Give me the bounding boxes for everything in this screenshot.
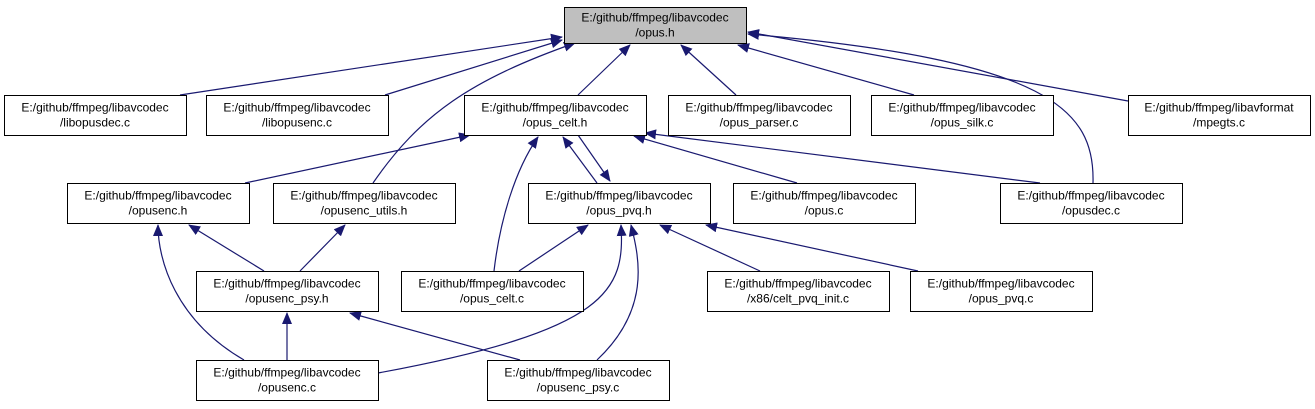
edge-opusenc_psy_h-to-opusenc_h: [188, 224, 265, 272]
node-opus_parser_c[interactable]: E:/github/ffmpeg/libavcodec/opus_parser.…: [668, 95, 851, 136]
node-opus_c[interactable]: E:/github/ffmpeg/libavcodec/opus.c: [733, 183, 916, 224]
edge-libopusenc_c-to-opus_h: [384, 38, 563, 96]
node-path-label: E:/github/ffmpeg/libavcodec: [888, 101, 1035, 115]
node-path-label: E:/github/ffmpeg/libavcodec: [418, 277, 565, 291]
edge-opus_silk_c-to-opus_h: [737, 43, 915, 96]
edge-opus_parser_c-to-opus_h: [680, 44, 737, 96]
node-celt_pvq_init_c[interactable]: E:/github/ffmpeg/libavcodec/x86/celt_pvq…: [707, 271, 890, 312]
node-file-label: /libopusenc.c: [262, 116, 332, 130]
node-path-label: E:/github/ffmpeg/libavcodec: [223, 101, 370, 115]
node-box[interactable]: [4, 95, 187, 136]
node-box[interactable]: [401, 271, 584, 312]
node-file-label: /opus_silk.c: [931, 116, 994, 130]
node-box[interactable]: [1128, 95, 1311, 136]
edge-celt_pvq_init_c-to-opus_pvq_h: [659, 224, 761, 272]
node-file-label: /opus_pvq.c: [969, 292, 1034, 306]
node-file-label: /opus.h: [635, 26, 674, 40]
node-box[interactable]: [528, 183, 711, 224]
node-opus_silk_c[interactable]: E:/github/ffmpeg/libavcodec/opus_silk.c: [871, 95, 1054, 136]
edge-opusenc_c-to-opus_pvq_h: [377, 224, 627, 374]
node-file-label: /mpegts.c: [1193, 116, 1245, 130]
node-path-label: E:/github/ffmpeg/libavcodec: [481, 101, 628, 115]
node-mpegts_c[interactable]: E:/github/ffmpeg/libavformat/mpegts.c: [1128, 95, 1311, 136]
node-box[interactable]: [196, 271, 379, 312]
node-file-label: /opus_parser.c: [720, 116, 799, 130]
node-box[interactable]: [206, 95, 389, 136]
node-opusenc_psy_c[interactable]: E:/github/ffmpeg/libavcodec/opusenc_psy.…: [487, 360, 670, 401]
node-path-label: E:/github/ffmpeg/libavcodec: [213, 366, 360, 380]
node-file-label: /libopusdec.c: [60, 116, 130, 130]
node-path-label: E:/github/ffmpeg/libavcodec: [504, 366, 651, 380]
node-box[interactable]: [67, 183, 250, 224]
node-path-label: E:/github/ffmpeg/libavcodec: [545, 189, 692, 203]
node-file-label: /opus_celt.c: [460, 292, 524, 306]
node-file-label: /opusenc.h: [129, 204, 188, 218]
node-file-label: /opus.c: [805, 204, 844, 218]
node-box[interactable]: [464, 95, 647, 136]
node-opus_celt_c[interactable]: E:/github/ffmpeg/libavcodec/opus_celt.c: [401, 271, 584, 312]
node-opusenc_h[interactable]: E:/github/ffmpeg/libavcodec/opusenc.h: [67, 183, 250, 224]
node-opusenc_psy_h[interactable]: E:/github/ffmpeg/libavcodec/opusenc_psy.…: [196, 271, 379, 312]
node-path-label: E:/github/ffmpeg/libavcodec: [213, 277, 360, 291]
node-box[interactable]: [871, 95, 1054, 136]
node-path-label: E:/github/ffmpeg/libavcodec: [685, 101, 832, 115]
node-file-label: /opusenc.c: [258, 381, 316, 395]
node-path-label: E:/github/ffmpeg/libavcodec: [581, 11, 728, 25]
node-opusenc_utils_h[interactable]: E:/github/ffmpeg/libavcodec/opusenc_util…: [273, 183, 456, 224]
node-box[interactable]: [273, 183, 456, 224]
node-box[interactable]: [668, 95, 851, 136]
edge-opusenc_utils_h-to-opus_h: [372, 41, 576, 184]
node-file-label: /opusenc_utils.h: [321, 204, 408, 218]
node-box[interactable]: [487, 360, 670, 401]
node-file-label: /opus_pvq.h: [586, 204, 651, 218]
node-file-label: /opusenc_psy.h: [245, 292, 328, 306]
node-file-label: /opusdec.c: [1062, 204, 1120, 218]
edge-opusdec_c-to-opus_celt_h: [644, 129, 1041, 184]
node-path-label: E:/github/ffmpeg/libavcodec: [84, 189, 231, 203]
edges-layer: [153, 29, 1129, 374]
edge-opusenc_c-to-opusenc_h: [153, 224, 245, 361]
node-opus_celt_h[interactable]: E:/github/ffmpeg/libavcodec/opus_celt.h: [464, 95, 647, 136]
edge-opusenc_h-to-opus_celt_h: [244, 132, 471, 184]
node-file-label: /opusenc_psy.c: [537, 381, 620, 395]
node-libopusdec_c[interactable]: E:/github/ffmpeg/libavcodec/libopusdec.c: [4, 95, 187, 136]
edge-opus_pvq_c-to-opus_pvq_h: [705, 222, 919, 272]
node-file-label: /opus_celt.h: [523, 116, 588, 130]
edge-opus_c-to-opus_celt_h: [633, 134, 798, 184]
edge-opus_pvq_h-to-opus_celt_h: [562, 136, 598, 184]
node-path-label: E:/github/ffmpeg/libavcodec: [290, 189, 437, 203]
edge-opus_celt_h-to-opus_h: [577, 44, 631, 96]
node-path-label: E:/github/ffmpeg/libavcodec: [750, 189, 897, 203]
node-box[interactable]: [196, 360, 379, 401]
edge-opus_celt_c-to-opus_celt_h: [493, 136, 539, 272]
node-box[interactable]: [564, 7, 747, 44]
node-path-label: E:/github/ffmpeg/libavcodec: [927, 277, 1074, 291]
node-box[interactable]: [733, 183, 916, 224]
node-path-label: E:/github/ffmpeg/libavcodec: [1017, 189, 1164, 203]
node-opusdec_c[interactable]: E:/github/ffmpeg/libavcodec/opusdec.c: [1000, 183, 1183, 224]
edge-opusenc_psy_c-to-opusenc_psy_h: [349, 311, 521, 361]
node-path-label: E:/github/ffmpeg/libavcodec: [21, 101, 168, 115]
edge-opusenc_psy_c-to-opus_pvq_h: [596, 224, 639, 361]
edge-opus_celt_c-to-opus_pvq_h: [518, 224, 589, 272]
edge-opus_celt_h-to-opus_pvq_h: [577, 134, 611, 182]
edge-libopusdec_c-to-opus_h: [179, 33, 563, 96]
node-opusenc_c[interactable]: E:/github/ffmpeg/libavcodec/opusenc.c: [196, 360, 379, 401]
node-opus_pvq_h[interactable]: E:/github/ffmpeg/libavcodec/opus_pvq.h: [528, 183, 711, 224]
edge-mpegts_c-to-opus_h: [747, 29, 1129, 102]
node-file-label: /x86/celt_pvq_init.c: [747, 292, 849, 306]
node-box[interactable]: [707, 271, 890, 312]
nodes-layer: E:/github/ffmpeg/libavcodec/opus.hE:/git…: [4, 7, 1311, 401]
node-libopusenc_c[interactable]: E:/github/ffmpeg/libavcodec/libopusenc.c: [206, 95, 389, 136]
node-path-label: E:/github/ffmpeg/libavformat: [1144, 101, 1294, 115]
node-path-label: E:/github/ffmpeg/libavcodec: [724, 277, 871, 291]
node-opus_h[interactable]: E:/github/ffmpeg/libavcodec/opus.h: [564, 7, 747, 44]
node-box[interactable]: [1000, 183, 1183, 224]
edge-opusdec_c-to-opus_h: [747, 29, 1094, 184]
edge-opusenc_psy_h-to-opusenc_utils_h: [299, 224, 346, 272]
node-box[interactable]: [910, 271, 1093, 312]
node-opus_pvq_c[interactable]: E:/github/ffmpeg/libavcodec/opus_pvq.c: [910, 271, 1093, 312]
